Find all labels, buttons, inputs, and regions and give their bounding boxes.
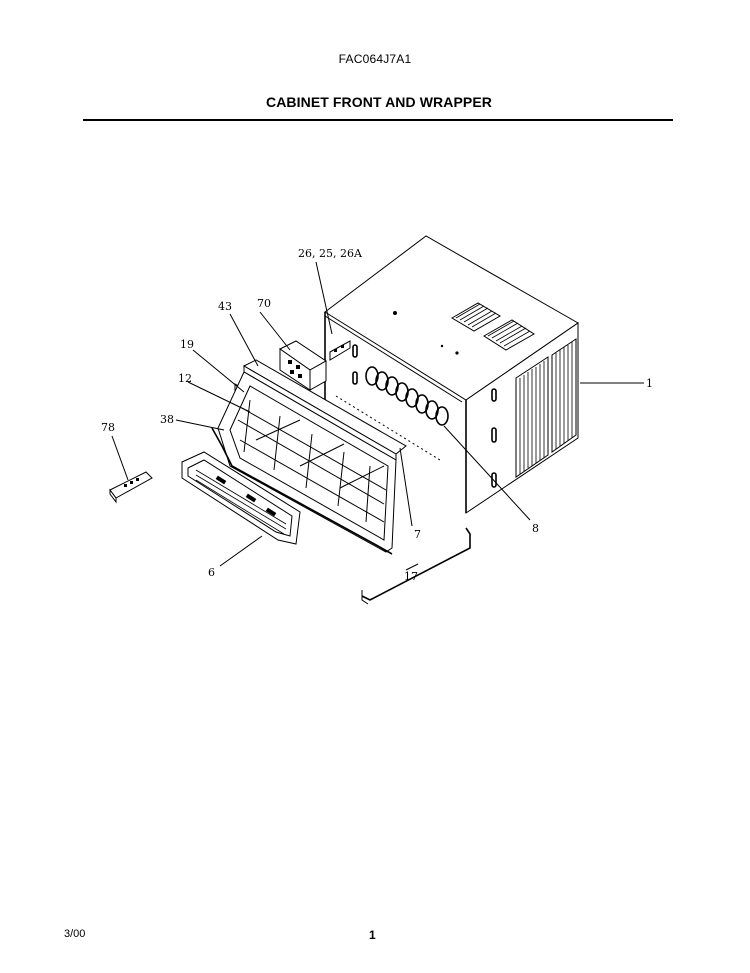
section-title: CABINET FRONT AND WRAPPER bbox=[266, 94, 492, 110]
callout-17: 17 bbox=[404, 570, 418, 583]
callout-6: 6 bbox=[208, 566, 215, 579]
revision-date: 3/00 bbox=[64, 928, 86, 940]
model-number: FAC064J7A1 bbox=[338, 52, 412, 66]
cabinet-wrapper bbox=[324, 235, 579, 605]
callout-78: 78 bbox=[101, 421, 115, 434]
callout-7: 7 bbox=[414, 528, 421, 541]
callout-38: 38 bbox=[160, 413, 174, 426]
callout-12: 12 bbox=[178, 372, 192, 385]
coil-grommets bbox=[365, 366, 449, 426]
top-vent-grille bbox=[451, 302, 535, 351]
callout-19: 19 bbox=[180, 338, 194, 351]
side-louver-grille bbox=[515, 338, 577, 478]
remote-control bbox=[109, 471, 153, 504]
leader-lines bbox=[111, 261, 644, 571]
title-rule bbox=[83, 119, 673, 121]
control-module bbox=[279, 340, 327, 391]
callout-8: 8 bbox=[532, 522, 539, 535]
page-number: 1 bbox=[369, 928, 376, 942]
callout-1: 1 bbox=[646, 377, 653, 390]
front-panel bbox=[211, 359, 407, 555]
callout-26-25-26a: 26, 25, 26A bbox=[298, 247, 363, 260]
discharge-grille bbox=[181, 451, 301, 545]
callout-43: 43 bbox=[218, 300, 232, 313]
bracket-part-26 bbox=[329, 340, 351, 361]
callout-70: 70 bbox=[257, 297, 271, 310]
filter-grid bbox=[237, 399, 387, 523]
